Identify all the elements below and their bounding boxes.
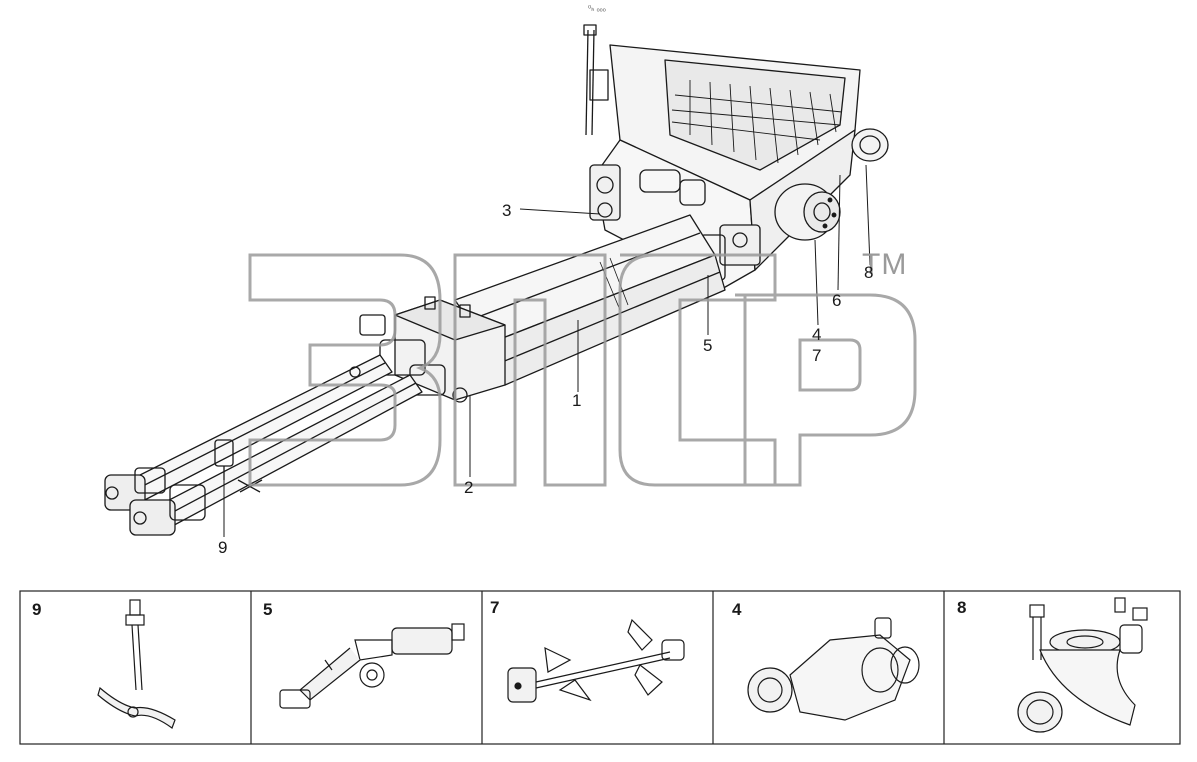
leader-lines	[223, 164, 871, 537]
header-mark: ⁰ₕ ₒₒₒ	[588, 4, 606, 13]
detail-7-drawing	[507, 618, 685, 703]
panel-label-8: 8	[957, 598, 967, 617]
callout-8: 8	[864, 263, 874, 282]
detail-panels-frame	[19, 590, 1181, 745]
watermark	[248, 253, 917, 487]
hydraulic-cylinders	[104, 354, 423, 536]
callout-3: 3	[502, 201, 512, 220]
panel-label-4: 4	[732, 600, 742, 619]
callout-4: 4	[812, 325, 822, 344]
hopper	[583, 24, 889, 291]
detail-8-drawing	[1017, 597, 1148, 733]
detail-4-drawing	[747, 617, 920, 721]
panel-label-7: 7	[490, 598, 500, 617]
panel-label-9: 9	[32, 600, 42, 619]
detail-9-drawing	[97, 599, 176, 729]
panel-label-5: 5	[263, 600, 273, 619]
callout-7: 7	[812, 346, 822, 365]
detail-5-drawing	[279, 623, 465, 709]
water-box	[359, 296, 506, 403]
callout-5: 5	[703, 336, 713, 355]
callout-6: 6	[832, 291, 842, 310]
callout-2: 2	[464, 478, 474, 497]
callout-9: 9	[218, 538, 228, 557]
trademark-label: TM	[862, 248, 908, 281]
callout-1: 1	[572, 391, 582, 410]
